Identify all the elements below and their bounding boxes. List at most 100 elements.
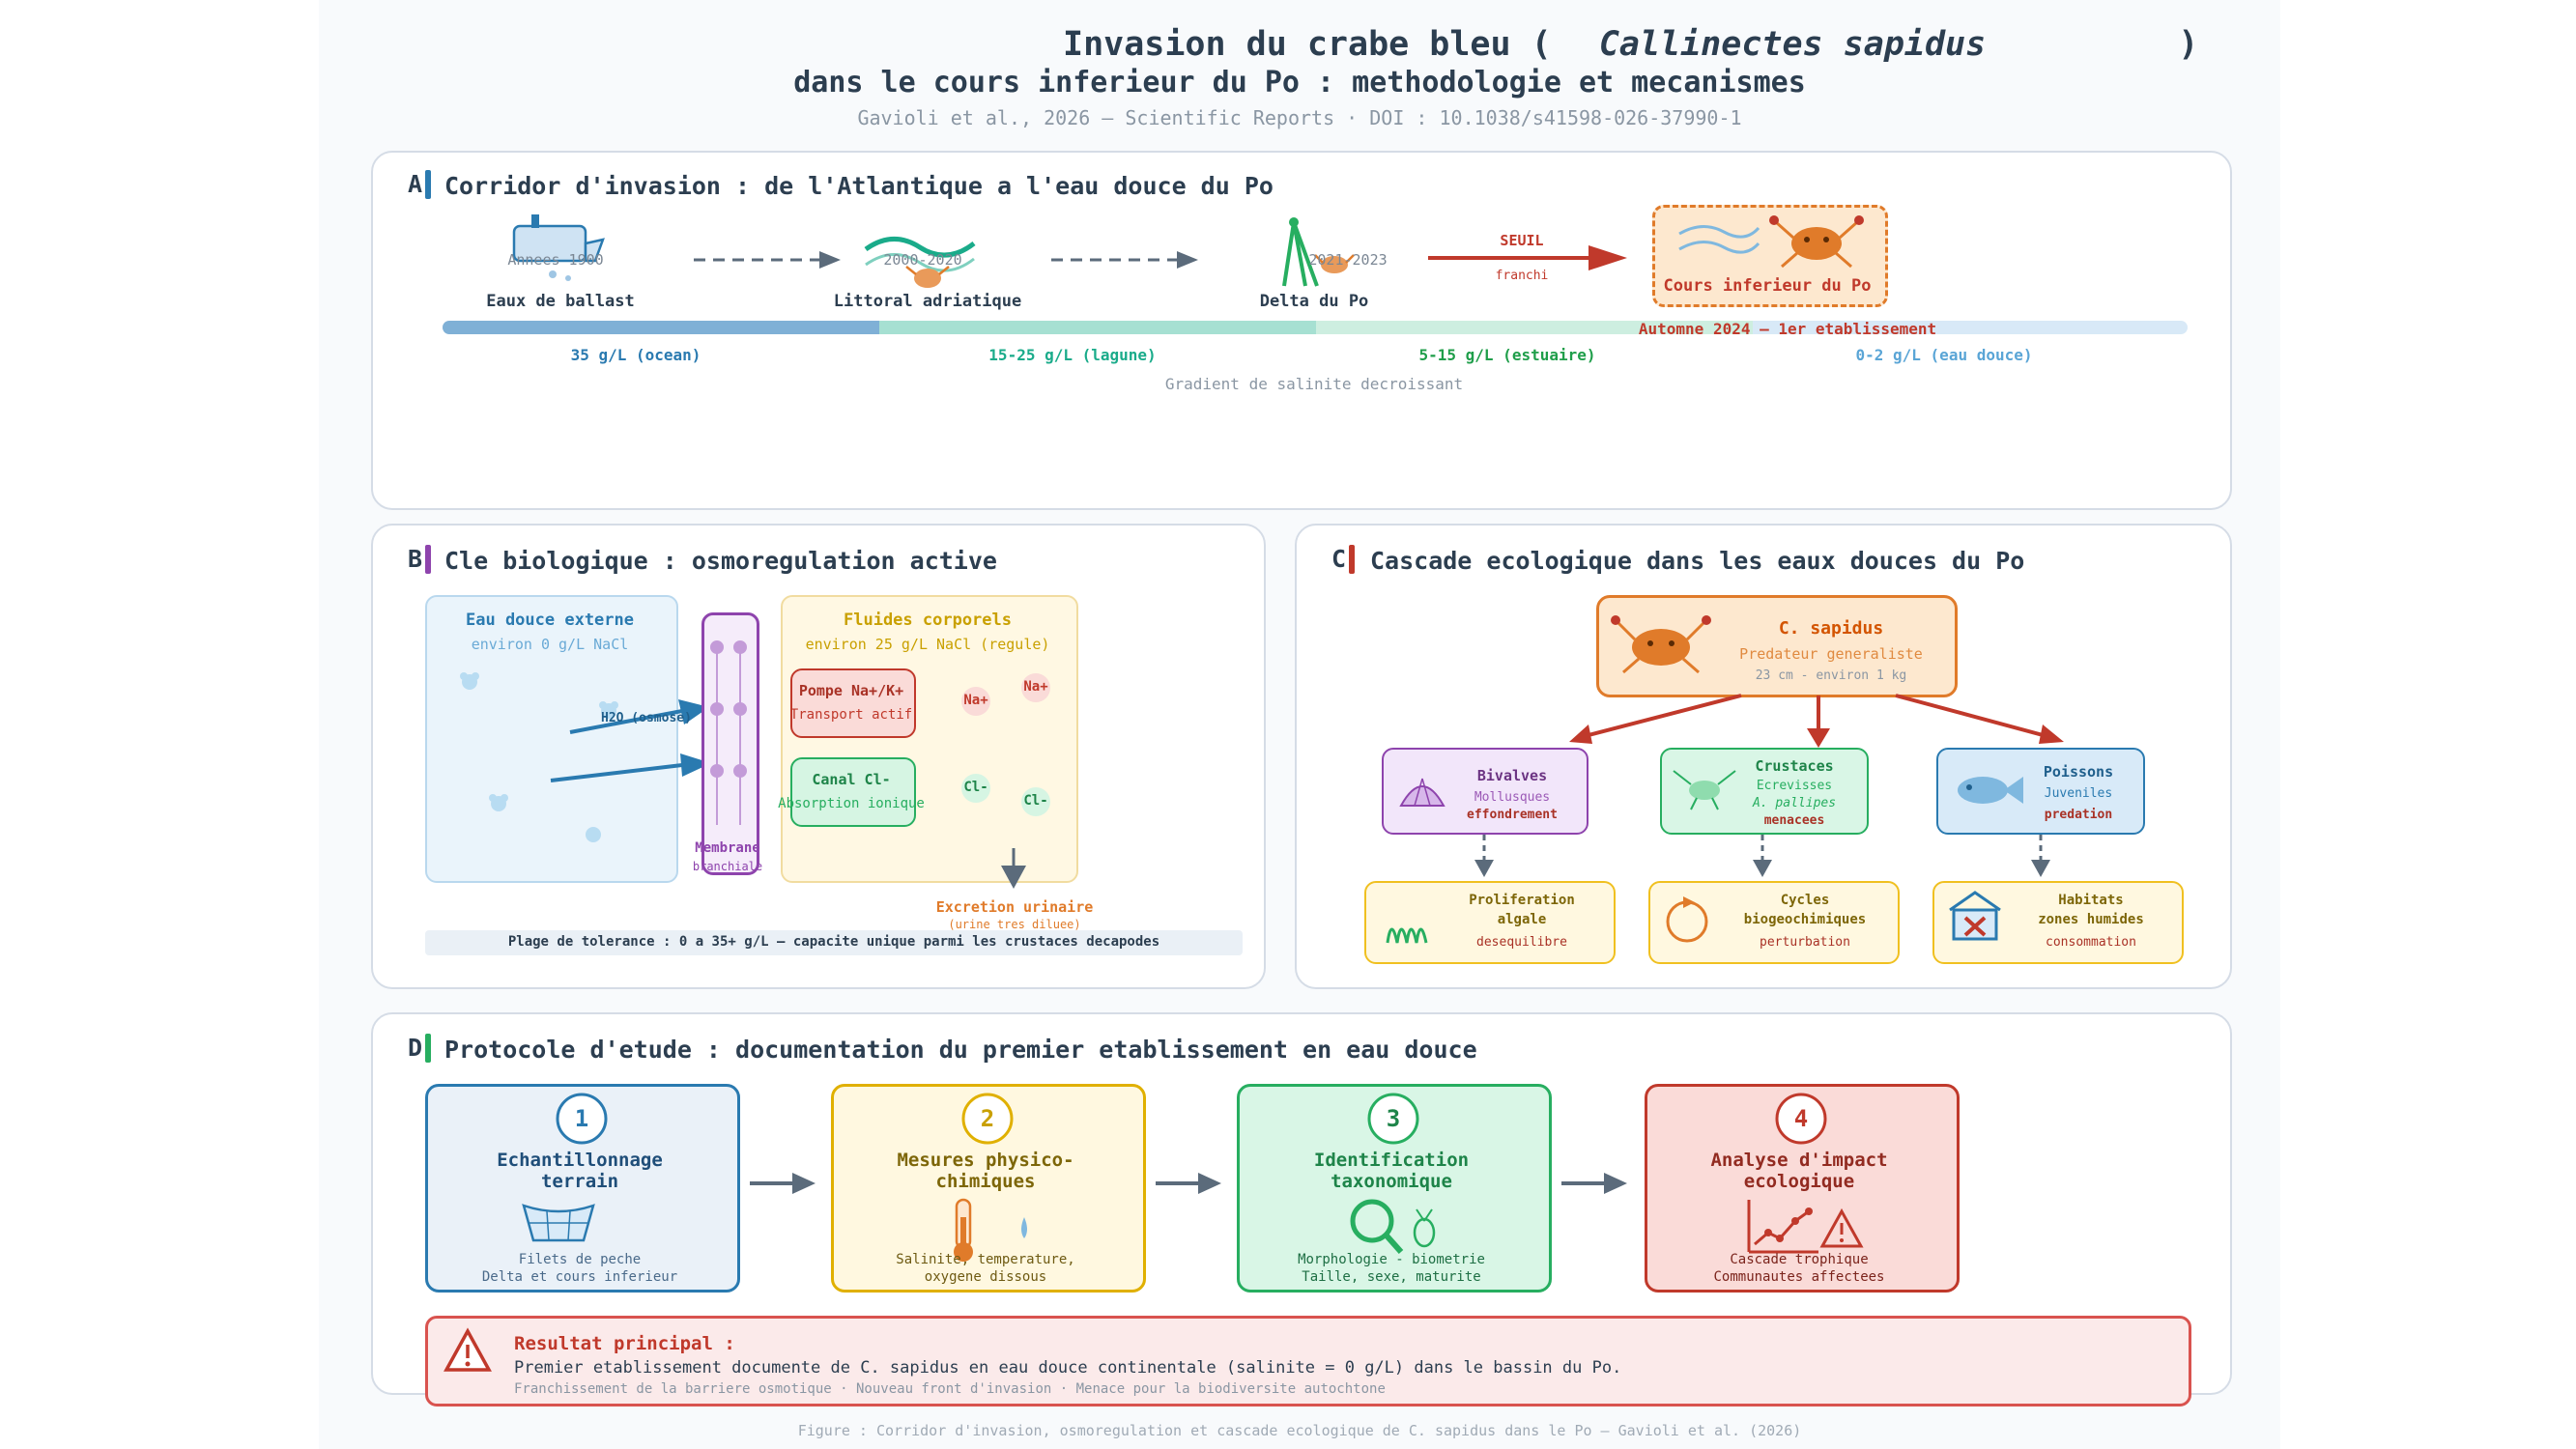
ion-circles [961, 673, 1050, 816]
excretion-arrow [1001, 848, 1026, 889]
title-line2: dans le cours inferieur du Po : methodol… [793, 66, 1806, 99]
membrane-channels-icon [710, 640, 747, 825]
panel-a-title: Corridor d'invasion : de l'Atlantique a … [444, 172, 1274, 200]
threshold-sub: franchi [1495, 269, 1549, 283]
predator-role: Predateur generaliste [1739, 645, 1923, 663]
step-4-desc-1: Cascade trophique [1730, 1252, 1869, 1267]
panel-a-accent [425, 170, 431, 199]
impact-cycles-title1: Cycles [1780, 893, 1830, 908]
ship-icon [512, 214, 605, 281]
panel-c-accent [1349, 545, 1355, 574]
coast-wave-icon [864, 237, 976, 288]
step-3-title-2: taxonomique [1331, 1171, 1452, 1192]
prey-crustaceans-effect: menacees [1763, 813, 1825, 828]
crab-icon [1678, 215, 1864, 269]
title-species: Callinectes sapidus [1598, 25, 1987, 64]
shell-icon [1399, 778, 1445, 807]
step-4-desc-2: Communautes affectees [1713, 1269, 1885, 1285]
ion-na-2: Na+ [1023, 679, 1048, 695]
ion-cl-1: Cl- [963, 780, 988, 795]
salinity-label-lagoon: 15-25 g/L (lagune) [988, 346, 1157, 364]
step-3-desc-2: Taille, sexe, maturite [1302, 1269, 1481, 1285]
title-line1: Invasion du crabe bleu ( Callinectes sap… [1063, 25, 2198, 64]
predator-size: 23 cm - environ 1 kg [1755, 668, 1907, 683]
body-fluids-title: Fluides corporels [844, 611, 1012, 630]
title-prefix: Invasion du crabe bleu ( [1063, 25, 1552, 64]
result-text: Premier etablissement documente de C. sa… [514, 1358, 1622, 1378]
warning-icon [444, 1327, 492, 1372]
step-2-title-2: chimiques [935, 1171, 1036, 1192]
na-k-pump-sub: Transport actif [789, 707, 913, 723]
cycle-icon [1666, 896, 1708, 943]
body-fluids-sub: environ 25 g/L NaCl (regule) [805, 636, 1050, 653]
panel-c-letter: C [1331, 545, 1347, 573]
ion-cl-2: Cl- [1023, 793, 1048, 809]
chloride-channel-box [790, 757, 916, 827]
prey-fish-title: Poissons [2043, 763, 2114, 781]
na-k-pump-title: Pompe Na+/K+ [798, 682, 904, 699]
establishment-label: Automne 2024 — 1er etablissement [1638, 320, 1937, 338]
panel-d-title: Protocole d'etude : documentation du pre… [444, 1036, 1477, 1064]
step-3-desc-1: Morphologie - biometrie [1298, 1252, 1485, 1267]
excretion-title: Excretion urinaire [935, 898, 1094, 916]
main-result-banner [425, 1316, 2191, 1406]
gradient-caption: Gradient de salinite decroissant [1164, 375, 1464, 393]
prey-bivalves-effect: effondrement [1467, 808, 1558, 822]
step-1-number-circle [556, 1093, 608, 1145]
step-3-title-1: Identification [1313, 1150, 1470, 1171]
step-4-title-2: ecologique [1743, 1171, 1855, 1192]
step-1-title-2: terrain [540, 1171, 619, 1192]
stage-3-year: 2021-2023 [1308, 251, 1388, 269]
predator-crab-icon [1611, 615, 1711, 674]
step-arrow-1 [750, 1173, 816, 1194]
prey-fish-sub: Juveniles [2044, 786, 2113, 801]
impact-algae-title1: Proliferation [1469, 893, 1575, 908]
step-arrow-3 [1561, 1173, 1627, 1194]
na-k-pump-box [790, 668, 916, 738]
salinity-segment-ocean [443, 321, 879, 334]
panel-a-letter: A [408, 170, 423, 198]
impact-habitat-title1: Habitats [2058, 893, 2124, 908]
panel-d-letter: D [408, 1034, 423, 1062]
arrow-dashed-2 [1051, 251, 1198, 269]
thermometer-icon [954, 1198, 1027, 1262]
salinity-segment-estuary [1316, 321, 1753, 334]
prey-crustaceans-sub: Ecrevisses [1756, 779, 1833, 793]
step-3-number-circle [1367, 1093, 1419, 1145]
step-1-desc-1: Filets de peche [518, 1252, 642, 1267]
panel-b-letter: B [408, 545, 423, 573]
title-suffix: ) [2178, 25, 2199, 64]
prey-crustaceans-species: A. pallipes [1752, 796, 1837, 810]
step-2-desc-1: Salinite, temperature, [896, 1252, 1075, 1267]
step-1-number: 1 [574, 1105, 589, 1132]
chloride-channel-title: Canal Cl- [812, 771, 891, 788]
external-water-title: Eau douce externe [466, 611, 634, 630]
step-4-title-1: Analyse d'impact [1710, 1150, 1888, 1171]
result-title: Resultat principal : [514, 1333, 735, 1354]
impact-cycles-effect: perturbation [1760, 935, 1850, 950]
stage-1-year: Annees 1900 [507, 251, 604, 269]
delta-reeds-icon [1282, 217, 1355, 287]
threshold-label: SEUIL [1500, 232, 1544, 249]
stage-2-year: 2000-2020 [883, 251, 962, 269]
stage-4-label: Cours inferieur du Po [1663, 276, 1872, 296]
external-water-sub: environ 0 g/L NaCl [471, 636, 629, 653]
magnifier-icon [1350, 1199, 1436, 1254]
impact-cycles-box [1648, 881, 1900, 964]
figure-caption: Figure : Corridor d'invasion, osmoregula… [797, 1422, 1802, 1439]
step-2-title-1: Mesures physico- [897, 1150, 1074, 1171]
step-arrow-2 [1156, 1173, 1221, 1194]
salinity-label-ocean: 35 g/L (ocean) [570, 346, 701, 364]
panel-b-title: Cle biologique : osmoregulation active [444, 547, 997, 575]
gill-membrane [701, 612, 759, 875]
external-water-box [425, 595, 678, 883]
predation-arrows [1569, 694, 2064, 748]
panel-b-accent [425, 545, 431, 574]
step-4-number-circle [1775, 1093, 1827, 1145]
panel-d-accent [425, 1034, 431, 1063]
tolerance-banner [425, 930, 1243, 955]
salinity-label-estuary: 5-15 g/L (estuaire) [1418, 346, 1596, 364]
step-4-number: 4 [1793, 1105, 1809, 1132]
prey-crustaceans-title: Crustaces [1755, 757, 1834, 775]
fishing-net-icon [522, 1204, 595, 1242]
